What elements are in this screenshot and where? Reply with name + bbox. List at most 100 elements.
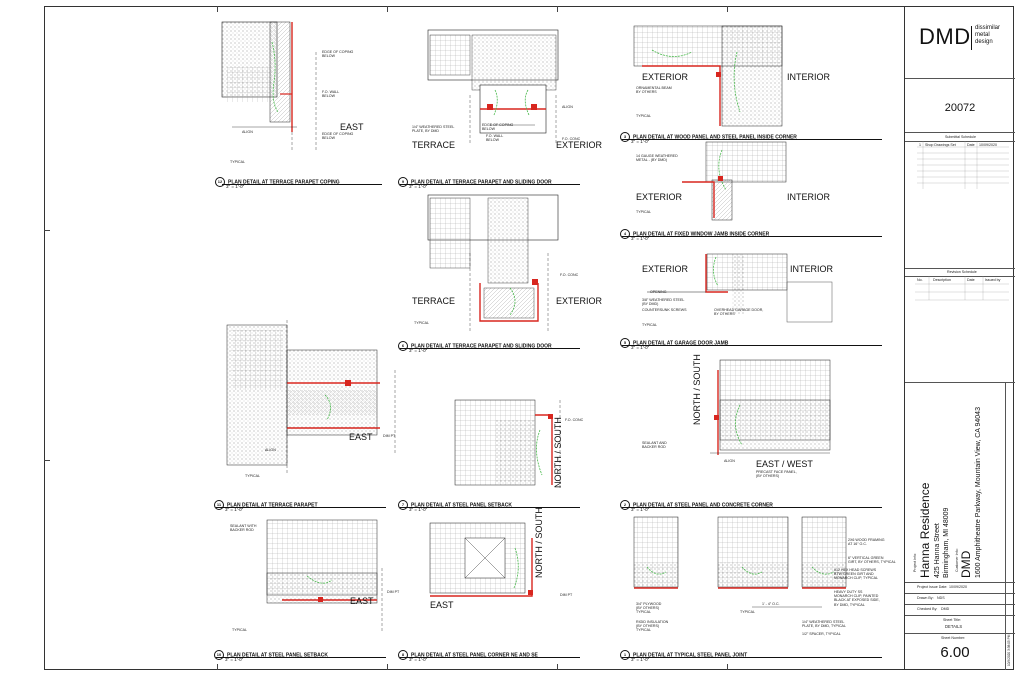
revision-col-date: Date bbox=[967, 278, 975, 282]
detail-scale: 3" = 1'-0" bbox=[631, 236, 650, 241]
tb-divider bbox=[905, 582, 1015, 583]
caption-line bbox=[400, 507, 580, 508]
detail-11: EAST ALIGN DIM PT TYPICAL bbox=[225, 310, 410, 495]
tb-divider bbox=[905, 78, 1015, 79]
note-opening: OPENING bbox=[650, 290, 667, 294]
label-interior: INTERIOR bbox=[790, 264, 834, 274]
logo-sub-line: metal bbox=[975, 32, 990, 38]
sheet-title-label: Sheet Title: bbox=[943, 618, 961, 622]
customer-name: DMD bbox=[959, 550, 973, 578]
drawn-by-label: Drawn By: bbox=[917, 596, 934, 600]
detail-2: NORTH / SOUTH SEALANT AND BACKER ROD ALI… bbox=[630, 354, 860, 495]
note-dim-pt: DIM PT bbox=[387, 590, 400, 594]
grid-tick bbox=[387, 6, 388, 12]
label-north-south: NORTH / SOUTH bbox=[692, 354, 702, 425]
project-name: Hanna Residence bbox=[918, 482, 932, 578]
detail-scale: 3" = 1'-0" bbox=[409, 657, 428, 662]
submittal-grid bbox=[917, 141, 1009, 189]
note-typical: TYPICAL bbox=[636, 114, 651, 118]
tb-divider bbox=[905, 268, 1015, 269]
submittal-date: 10/09/2020 bbox=[979, 143, 997, 147]
note-fo-conc: F.O. CONC bbox=[562, 137, 581, 141]
detail-scale: 3" = 1'-0" bbox=[631, 507, 650, 512]
sheet-number-label: Sheet Number: bbox=[941, 636, 966, 640]
note-plywood: 3/4" PLYWOOD (BY OTHERS) TYPICAL bbox=[636, 602, 662, 615]
detail-number: 6 bbox=[398, 341, 408, 351]
note-dim-pt: DIM PT bbox=[560, 593, 573, 597]
label-east-west: EAST / WEST bbox=[756, 459, 813, 469]
detail-title: PLAN DETAIL AT FIXED WINDOW JAMB INSIDE … bbox=[633, 231, 770, 238]
tb-divider bbox=[905, 633, 1015, 634]
tb-divider bbox=[905, 141, 1015, 142]
caption-line bbox=[216, 507, 386, 508]
label-exterior: EXTERIOR bbox=[642, 264, 689, 274]
note-fo-wall: F.O. WALL BELOW bbox=[322, 90, 340, 99]
submittal-schedule-title: Submittal Schedule bbox=[945, 135, 976, 139]
caption-line bbox=[222, 184, 382, 185]
grid-tick bbox=[727, 664, 728, 670]
detail-title: PLAN DETAIL AT STEEL PANEL SETBACK bbox=[227, 652, 328, 659]
project-address-1: 425 Hanna Street bbox=[934, 523, 941, 578]
company-logo: DMD bbox=[919, 24, 971, 49]
label-interior: INTERIOR bbox=[787, 192, 831, 202]
detail-number: 5 bbox=[620, 338, 630, 348]
note-countersunk: COUNTERSUNK SCREWS bbox=[642, 308, 687, 312]
submittal-desc: Shop Drawings Set bbox=[925, 143, 956, 147]
detail-3-drawing bbox=[633, 25, 783, 127]
drawn-by: NDS bbox=[937, 596, 945, 600]
grid-tick bbox=[217, 664, 218, 670]
note-steel-plate: 1/4" WEATHERED STEEL PLATE, BY DMD, TYPI… bbox=[802, 620, 846, 629]
revision-col-issued: Issued by bbox=[985, 278, 1001, 282]
logo-sub-line: design bbox=[975, 39, 993, 45]
detail-number: 7 bbox=[398, 500, 408, 510]
detail-10-drawing bbox=[266, 519, 383, 633]
note-typical: TYPICAL bbox=[232, 628, 247, 632]
detail-title: PLAN DETAIL AT TERRACE PARAPET AND SLIDI… bbox=[411, 179, 552, 186]
note-typical: TYPICAL bbox=[245, 474, 260, 478]
caption-line bbox=[622, 345, 882, 346]
label-east: EAST bbox=[340, 122, 364, 132]
detail-scale: 3" = 1'-0" bbox=[631, 345, 650, 350]
detail-number: 12 bbox=[215, 177, 225, 187]
grid-tick bbox=[217, 6, 218, 12]
note-oc: 1' - 4" O.C. bbox=[762, 602, 780, 606]
project-info-label: Project Info: bbox=[913, 552, 917, 572]
customer-address: 1600 Amphitheatre Parkway, Mountain View… bbox=[975, 407, 982, 578]
detail-6-drawing bbox=[427, 194, 559, 333]
note-overhead-door: OVERHEAD GARAGE DOOR, BY OTHERS bbox=[714, 308, 764, 317]
revision-schedule-title: Revision Schedule bbox=[947, 270, 977, 274]
detail-number: 8 bbox=[398, 650, 408, 660]
detail-scale: 3" = 1'-0" bbox=[631, 657, 650, 662]
label-exterior: EXTERIOR bbox=[642, 72, 689, 82]
detail-scale: 3" = 1'-0" bbox=[409, 348, 428, 353]
caption-line bbox=[400, 657, 580, 658]
issue-date: 10/09/2020 bbox=[949, 585, 967, 589]
note-edge-coping-2: EDGE OF COPING BELOW bbox=[322, 132, 354, 141]
label-exterior: EXTERIOR bbox=[556, 296, 603, 306]
detail-number: 9 bbox=[398, 177, 408, 187]
note-sealant-backer: SEALANT WITH BACKER ROD bbox=[230, 524, 257, 533]
detail-number: 11 bbox=[214, 500, 224, 510]
tb-divider bbox=[905, 604, 1015, 605]
note-hex-screws: #12 HEX HEAD SCREWS BTW GREEN GIRT AND M… bbox=[834, 568, 879, 581]
tb-divider bbox=[905, 382, 1015, 383]
detail-number: 3 bbox=[620, 132, 630, 142]
note-fo-conc: F.O. CONC bbox=[565, 418, 584, 422]
tb-divider bbox=[905, 615, 1015, 616]
detail-5-drawing bbox=[647, 253, 833, 323]
note-align: ALIGN bbox=[562, 105, 573, 109]
detail-9: EDGE OF COPING BELOW F.O. WALL BELOW 1/4… bbox=[410, 25, 602, 180]
detail-1: 2X6 WOOD FRAMING AT 16" O.C. 6" VERTICAL… bbox=[622, 512, 896, 654]
revision-col-no: No. bbox=[917, 278, 923, 282]
note-weathered-steel: 3/8" WEATHERED STEEL (BY DMD) bbox=[642, 298, 685, 307]
detail-scale: 3" = 1'-0" bbox=[631, 139, 650, 144]
detail-title: PLAN DETAIL AT TERRACE PARAPET bbox=[227, 502, 318, 509]
issue-date-label: Project Issue Date: bbox=[917, 585, 948, 589]
detail-title: PLAN DETAIL AT STEEL PANEL SETBACK bbox=[411, 502, 512, 509]
